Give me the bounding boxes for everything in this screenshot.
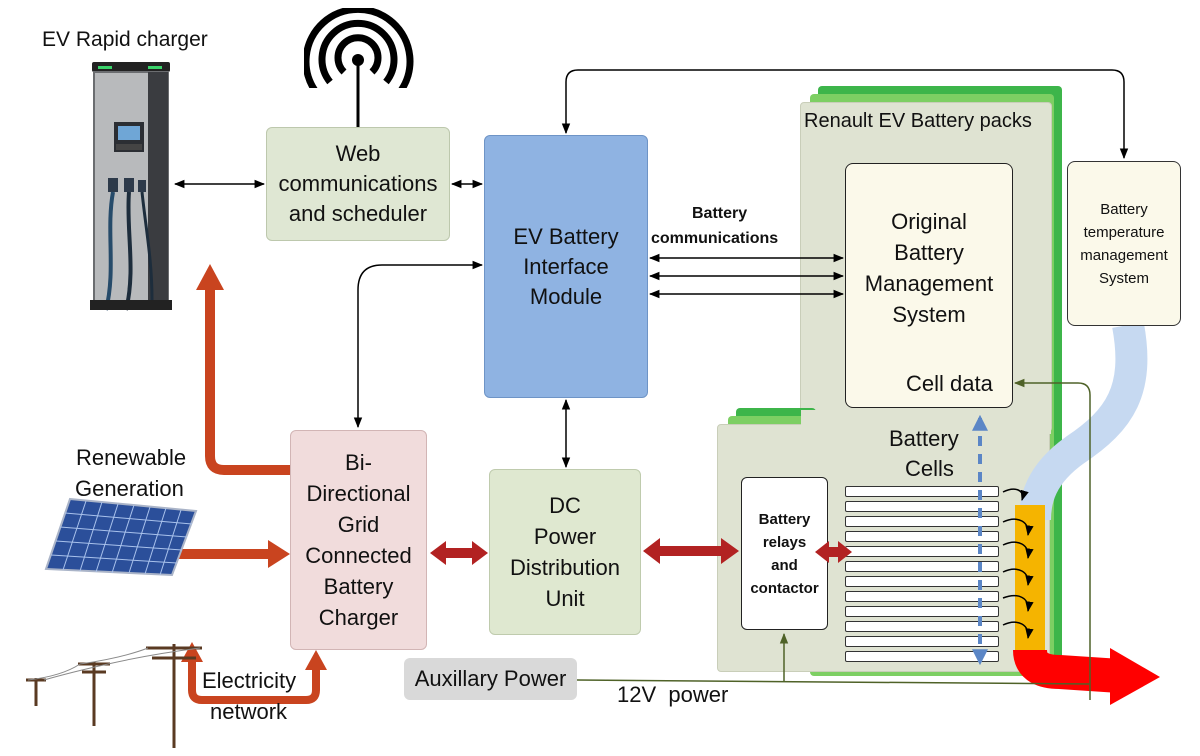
temp-line-2: temperature: [1083, 223, 1165, 241]
cell-data-label: Cell data: [906, 371, 993, 396]
charger-to-ev-arrowhead: [196, 264, 224, 290]
grid-arrowhead: [305, 650, 327, 670]
battery-cell: [845, 606, 999, 617]
relays-line-3: and: [771, 556, 798, 574]
battery-relays-contactor-block: Battery relays and contactor: [741, 477, 828, 630]
relays-line-2: relays: [762, 533, 807, 551]
web-line-3: and scheduler: [288, 201, 428, 226]
bms-line-4: System: [892, 302, 966, 327]
twelve-v-power-label: 12V power: [617, 682, 729, 707]
charger-to-ev-arrow: [205, 288, 290, 475]
renewable-generation-label-1: Renewable: [76, 445, 187, 470]
power-arrow-dc-relays: [643, 538, 739, 564]
battery-cell: [845, 621, 999, 632]
link-interface-charger: [353, 260, 484, 429]
dc-line-1: DC: [549, 493, 581, 518]
battery-cell: [845, 561, 999, 572]
electricity-network-label-1: Electricity: [202, 668, 297, 693]
battery-temperature-management-block: Battery temperature management System: [1067, 161, 1181, 326]
bidirectional-charger-block: Bi- Directional Grid Connected Battery C…: [290, 430, 427, 650]
electricity-network-label-2: network: [210, 699, 288, 724]
bms-line-3: Management: [864, 271, 994, 296]
battery-packs-title: Renault EV Battery packs: [804, 110, 1032, 132]
twelve-v-power-line: [576, 679, 1091, 685]
wireless-antenna-icon: [304, 8, 414, 88]
charger-line-4: Connected: [305, 543, 412, 568]
battery-cell: [845, 591, 999, 602]
ev-battery-interface-module-block: EV Battery Interface Module: [484, 135, 648, 398]
charger-line-3: Grid: [337, 512, 380, 537]
battery-communications-label-2: communications: [651, 230, 779, 247]
battery-cell: [845, 531, 999, 542]
battery-cell: [845, 501, 999, 512]
web-line-1: Web: [335, 141, 381, 166]
dc-power-arrows: [430, 538, 852, 565]
dc-power-distribution-unit-block: DC Power Distribution Unit: [489, 469, 641, 635]
battery-cell: [845, 516, 999, 527]
bms-line-1: Original: [891, 209, 967, 234]
solar-panel-icon: [44, 497, 198, 577]
cell-data-line: [1013, 378, 1091, 700]
grid-to-charger-arrow: [188, 660, 320, 704]
power-arrow-charger-dc: [430, 541, 488, 565]
temp-line-4: System: [1098, 269, 1149, 287]
battery-cell: [845, 486, 999, 497]
utility-poles-icon: [26, 644, 202, 748]
relays-line-4: contactor: [750, 579, 819, 597]
relays-line-1: Battery: [758, 510, 811, 528]
web-line-2: communications: [278, 171, 438, 196]
ev-charger-station-icon: [86, 60, 176, 315]
renewable-generation-label-2: Generation: [75, 476, 184, 501]
solar-to-charger-arrow: [176, 540, 290, 568]
cell-cooling-arrows: [1002, 488, 1034, 640]
web-communications-scheduler-block: Web communications and scheduler: [266, 127, 450, 241]
original-bms-block: Original Battery Management System: [845, 163, 1013, 408]
charger-line-5: Battery: [323, 574, 394, 599]
battery-cell: [845, 576, 999, 587]
charger-line-1: Bi-: [345, 450, 372, 475]
link-interface-temp: [561, 69, 1129, 160]
charger-line-2: Directional: [306, 481, 411, 506]
power-arrow-relays-cells: [815, 541, 852, 563]
dc-line-3: Distribution: [509, 555, 621, 580]
ev-rapid-charger-label: EV Rapid charger: [42, 28, 208, 51]
interface-line-3: Module: [529, 283, 603, 309]
charger-line-6: Charger: [318, 605, 399, 630]
auxiliary-power-block: Auxillary Power: [404, 658, 577, 700]
temp-line-3: management: [1080, 246, 1168, 264]
battery-cell-stack: [845, 486, 999, 670]
interface-line-2: Interface: [523, 253, 609, 279]
bms-line-2: Battery: [894, 240, 964, 265]
battery-cells-label-1: Battery: [889, 426, 959, 451]
interface-line-1: EV Battery: [513, 223, 619, 249]
dc-line-2: Power: [533, 524, 597, 549]
battery-cells-label-2: Cells: [905, 456, 954, 481]
temp-line-1: Battery: [1100, 200, 1148, 218]
dc-line-4: Unit: [545, 586, 585, 611]
aux-label: Auxillary Power: [414, 666, 567, 691]
battery-cell: [845, 636, 999, 647]
battery-cell: [845, 651, 999, 662]
battery-pack-joiner: [801, 410, 1051, 434]
battery-communications-label-1: Battery: [692, 205, 748, 222]
